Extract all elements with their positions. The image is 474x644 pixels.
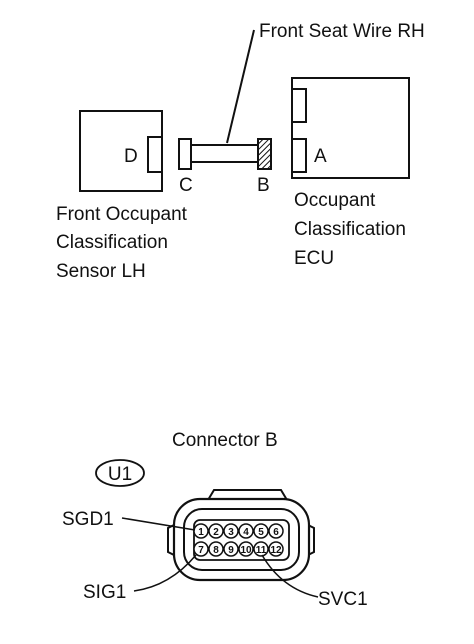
callout-sgd1-leader	[121, 517, 196, 531]
sensor-label-line-2: Classification	[56, 232, 168, 253]
pin-11-label: 11	[256, 545, 267, 556]
pin-5	[253, 523, 269, 539]
pin-8-label: 8	[213, 545, 219, 556]
pin-6-label: 6	[273, 527, 279, 538]
callout-svc1: SVC1	[318, 589, 368, 610]
ecu-label-line-3: ECU	[294, 248, 334, 269]
wire-end-b	[257, 138, 272, 170]
ecu-box	[291, 77, 410, 179]
pin-1	[193, 523, 209, 539]
pin-3	[223, 523, 239, 539]
sensor-label-line-3: Sensor LH	[56, 261, 146, 282]
sensor-connector-letter: D	[124, 146, 138, 167]
callout-svc1-leader	[261, 554, 319, 598]
pin-9	[223, 541, 239, 557]
connector-title: Connector B	[172, 430, 278, 451]
pin-7	[193, 541, 209, 557]
pin-12-label: 12	[270, 545, 282, 556]
pin-2	[208, 523, 224, 539]
wire-label: Front Seat Wire RH	[259, 21, 425, 42]
sensor-label-line-1: Front Occupant	[56, 204, 188, 225]
pin-8	[208, 541, 224, 557]
pin-3-label: 3	[228, 527, 234, 538]
pin-10-label: 10	[240, 545, 252, 556]
ecu-connector-letter: A	[314, 146, 327, 167]
wire-label-leader	[226, 29, 255, 144]
callout-sig1: SIG1	[83, 582, 126, 603]
ecu-label-line-2: Classification	[294, 219, 406, 240]
ecu-connector-upper	[291, 88, 307, 123]
pin-4-label: 4	[243, 527, 249, 538]
pin-7-label: 7	[198, 545, 204, 556]
ecu-connector-a	[291, 138, 307, 173]
callout-sig1-leader	[133, 554, 197, 592]
wire-end-label-b: B	[257, 175, 270, 196]
connector-code-badge	[95, 459, 145, 487]
pin-12	[268, 541, 284, 557]
sensor-connector-d	[147, 136, 163, 173]
pin-11	[253, 541, 269, 557]
connector-code: U1	[108, 464, 132, 485]
callout-sgd1: SGD1	[62, 509, 114, 530]
pin-9-label: 9	[228, 545, 234, 556]
wire-end-label-c: C	[179, 175, 193, 196]
pin-1-label: 1	[198, 527, 204, 538]
ecu-label-line-1: Occupant	[294, 190, 376, 211]
wire-end-c	[178, 138, 192, 170]
pin-5-label: 5	[258, 527, 264, 538]
pin-10	[238, 541, 254, 557]
pin-2-label: 2	[213, 527, 219, 538]
pin-6	[268, 523, 284, 539]
pin-4	[238, 523, 254, 539]
